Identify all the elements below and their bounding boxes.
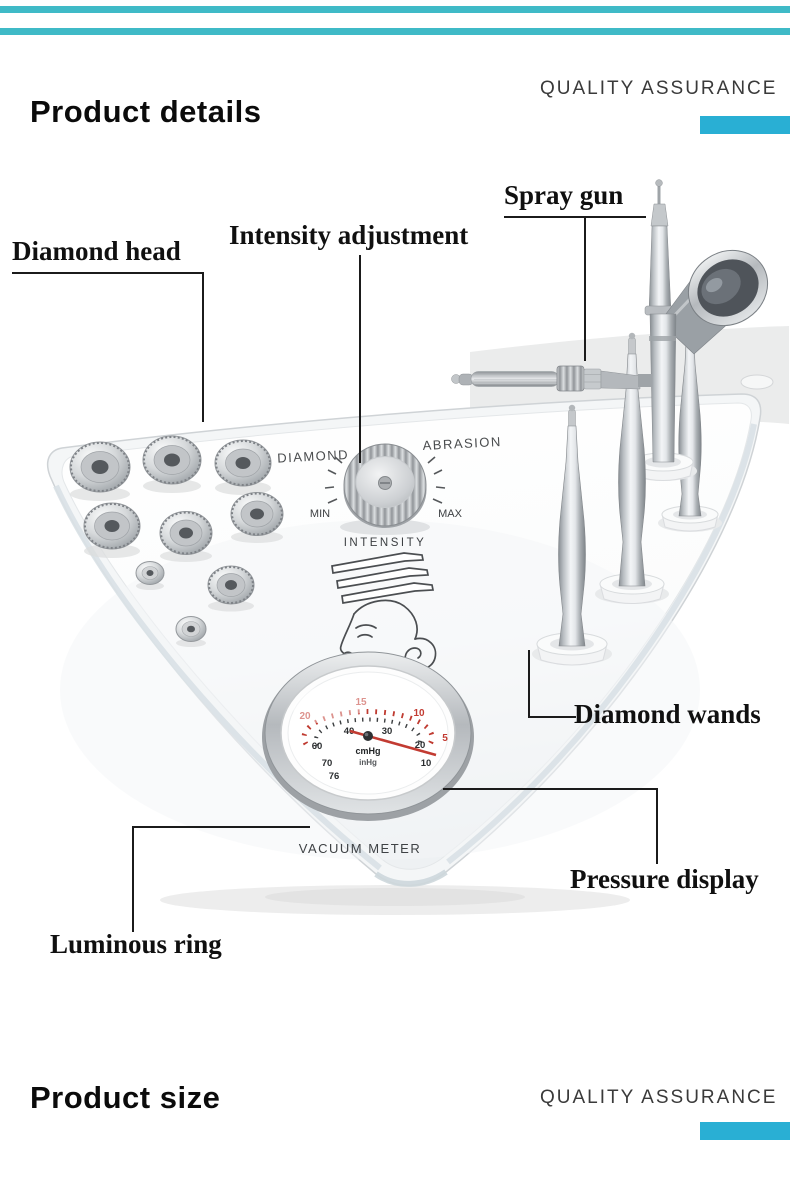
section-title-product-size: Product size <box>30 1080 221 1115</box>
svg-text:76: 76 <box>329 771 340 782</box>
top-accent-stripe-1 <box>0 6 790 13</box>
gauge-black-tick-arc <box>314 717 422 747</box>
intensity-knob: MIN MAX INTENSITY <box>310 443 463 549</box>
luminous-ring-bottom-edge <box>374 869 448 887</box>
svg-text:20: 20 <box>299 711 311 722</box>
section-title-product-details: Product details <box>30 94 262 129</box>
callout-line-pressure-horizontal <box>443 788 658 790</box>
gun-tip-ball <box>655 179 663 187</box>
vacuum-gauge: 20 15 10 5 40 30 60 20 70 76 10 cmHg inH… <box>262 651 474 821</box>
luminous-ring-right-edge <box>446 423 757 865</box>
callout-label-intensity: Intensity adjustment <box>229 220 469 250</box>
callout-line-luminous-horizontal <box>132 826 310 828</box>
callout-line-luminous-vertical <box>132 826 134 932</box>
gauge-unit-inhg: inHg <box>359 758 377 767</box>
diamond-tip <box>214 439 272 495</box>
svg-text:5: 5 <box>442 733 448 744</box>
spray-gun <box>644 179 769 463</box>
accent-block-bottom <box>700 1122 790 1140</box>
gauge-black-numbers: 40 30 60 20 70 76 10 <box>312 726 432 782</box>
knob-max-label: MAX <box>438 508 463 520</box>
gauge-glass-highlight <box>293 676 383 724</box>
diamond-tip <box>69 441 131 501</box>
air-hose <box>451 365 652 392</box>
callout-label-pressure-display: Pressure display <box>570 864 759 894</box>
diamond-tip <box>142 435 202 493</box>
gauge-caption: VACUUM METER <box>299 841 421 856</box>
callout-line-diamond-head-vertical <box>202 272 204 422</box>
svg-text:20: 20 <box>415 740 426 751</box>
knob-min-label: MIN <box>310 508 330 520</box>
gauge-red-numbers: 20 15 10 5 <box>299 697 448 744</box>
diamond-tip <box>159 511 213 562</box>
rear-panel-slot <box>740 374 774 390</box>
svg-text:40: 40 <box>344 726 355 737</box>
callout-label-diamond-head: Diamond head <box>12 236 181 266</box>
machine-shadow <box>160 885 630 915</box>
callout-line-diamond-head-underline <box>12 272 204 274</box>
quality-assurance-badge-top: QUALITY ASSURANCE <box>540 78 778 99</box>
svg-text:60: 60 <box>312 741 323 752</box>
diamond-wand-front <box>558 404 586 647</box>
diamond-tip <box>207 565 255 612</box>
quality-assurance-badge-bottom: QUALITY ASSURANCE <box>540 1087 778 1108</box>
svg-text:30: 30 <box>382 726 393 737</box>
callout-label-spray-gun: Spray gun <box>504 180 624 210</box>
hose-braid <box>470 371 560 387</box>
svg-text:70: 70 <box>322 758 333 769</box>
gun-cup <box>687 249 769 327</box>
knob-ticks <box>324 456 446 504</box>
gauge-red-tick-arc <box>301 709 435 746</box>
gauge-unit-cmhg: cmHg <box>355 746 380 756</box>
callout-label-diamond-wands: Diamond wands <box>574 699 761 729</box>
accent-block-top <box>700 116 790 134</box>
diamond-tips-set <box>69 435 284 647</box>
face-line-art <box>331 552 437 693</box>
luminous-ring-left-edge <box>53 484 382 871</box>
svg-text:10: 10 <box>421 758 432 769</box>
gun-stem <box>648 225 672 313</box>
callout-line-pressure-vertical <box>656 788 658 864</box>
diamond-wand-middle <box>618 332 646 587</box>
gun-cap <box>650 203 669 227</box>
hose-knurled-nut <box>556 365 585 392</box>
gun-grip <box>649 313 677 463</box>
callout-line-spray-gun-vertical <box>584 216 586 361</box>
hose-hex-nut <box>583 368 602 390</box>
gauge-pivot <box>363 731 373 741</box>
diamond-tip <box>230 492 284 543</box>
panel-text-left: DIAMOND <box>277 447 350 466</box>
panel-print: DIAMOND ABRASION <box>277 434 502 466</box>
diamond-tip <box>135 561 165 590</box>
callout-line-intensity-vertical <box>359 255 361 463</box>
diamond-tip <box>175 616 207 647</box>
top-accent-stripe-2 <box>0 28 790 35</box>
svg-text:15: 15 <box>355 697 367 708</box>
callout-line-diamond-wands-horizontal <box>528 716 576 718</box>
gun-needle <box>657 184 661 206</box>
callout-label-luminous-ring: Luminous ring <box>50 929 222 959</box>
svg-text:10: 10 <box>413 708 425 719</box>
panel-text-right: ABRASION <box>422 434 502 453</box>
callout-line-diamond-wands-vertical <box>528 650 530 718</box>
diamond-tip <box>83 502 141 558</box>
callout-line-spray-gun-underline <box>504 216 646 218</box>
knob-intensity-label: INTENSITY <box>344 537 427 549</box>
